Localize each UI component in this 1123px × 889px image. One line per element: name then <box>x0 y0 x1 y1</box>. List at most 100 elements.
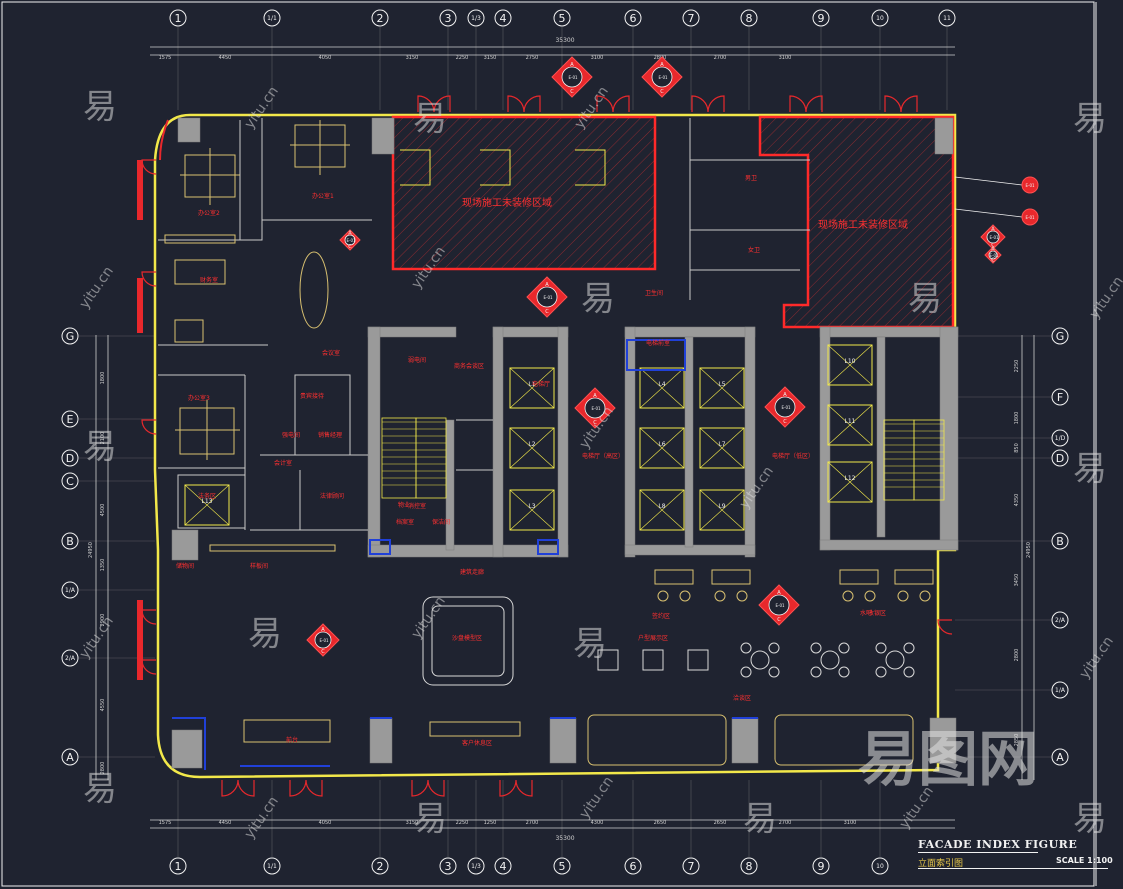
partitions <box>158 118 810 531</box>
grid-col-top-11-circle <box>871 9 889 27</box>
side-door-4 <box>141 659 157 675</box>
side-door-2 <box>141 419 157 435</box>
dim-bottom-seg-7: 4300 <box>591 820 604 826</box>
room-label-6: 贵宾接待 <box>300 392 324 400</box>
index-symbol-2-a: A <box>545 282 549 288</box>
side-index-0 <box>1021 176 1039 194</box>
sofa-set-1 <box>587 714 727 766</box>
grid-row-left-3-circle <box>61 472 79 490</box>
top-door-3 <box>691 95 725 113</box>
dim-bottom-seg-8: 2650 <box>654 820 667 826</box>
elevator-label-12: L13 <box>202 498 213 505</box>
elevator-label-2: L3 <box>528 503 535 510</box>
grid-col-bottom-2-label: 2 <box>377 860 384 873</box>
round-chair-0-1 <box>768 642 780 654</box>
unit-model-1 <box>597 649 619 671</box>
display-shelf <box>209 544 336 552</box>
sign-chair-a-1 <box>714 590 726 602</box>
index-symbol-1: ACE-01 <box>641 56 683 98</box>
reception-desk <box>243 719 331 743</box>
grid-col-bottom-6-circle <box>553 857 571 875</box>
drawing-title: FACADE INDEX FIGURE <box>918 838 1078 851</box>
grid-row-right-6-label: 1/A <box>1055 687 1066 694</box>
dim-top-seg-3: 3150 <box>406 55 419 61</box>
elevator-diag-b-3 <box>639 367 685 409</box>
elevator-label-0: L1 <box>528 381 535 388</box>
sign-desk-3 <box>894 569 934 585</box>
room-label-12: 档案室 <box>396 518 414 526</box>
room-label-22: 前台 <box>286 736 298 744</box>
grid-col-bottom-8-label: 7 <box>688 860 695 873</box>
index-symbol-0-core <box>561 66 583 88</box>
index-symbol-3-c: C <box>593 420 597 426</box>
room-label-33: 物业 <box>398 501 410 509</box>
room-label-7: 强电间 <box>282 431 300 439</box>
grid-col-bottom-1-circle <box>263 857 281 875</box>
round-chair-1-0 <box>810 642 822 654</box>
index-symbol-3: ACE-01 <box>574 387 616 429</box>
side-window-red-1 <box>137 160 143 220</box>
grid-row-right-1-circle <box>1051 388 1069 406</box>
grid-col-top-9-circle <box>740 9 758 27</box>
shelf <box>164 234 236 244</box>
elevator-diag-b-11 <box>827 461 873 503</box>
room-label-30: 建筑走廊 <box>460 568 484 576</box>
subtitle-underline <box>918 868 1108 869</box>
elevator-car-7 <box>639 489 685 531</box>
side-index-label-0: E-01 <box>1025 183 1035 188</box>
room-label-18: 卫生间 <box>645 289 663 297</box>
index-symbol-9-a: A <box>991 247 995 253</box>
top-door-1 <box>507 95 541 113</box>
index-symbol-3-a: A <box>593 393 597 399</box>
dim-right-seg-0: 2250 <box>1014 360 1020 373</box>
room-label-20: 女卫 <box>748 246 760 254</box>
round-chair-1-2 <box>810 666 822 678</box>
dim-bottom-seg-10: 2700 <box>779 820 792 826</box>
grid-lines <box>79 27 1051 857</box>
grid-col-bottom-5-label: 4 <box>500 860 507 873</box>
elevator-car-5 <box>639 427 685 469</box>
index-symbol-9-core <box>988 250 998 260</box>
dim-right-seg-5: 2800 <box>1014 649 1020 662</box>
furniture <box>164 120 914 766</box>
round-chair-2-3 <box>903 666 915 678</box>
room-label-11: 法务区 <box>198 492 216 500</box>
index-symbol-4-sheet: E-01 <box>781 405 791 410</box>
side-door-5 <box>937 619 953 635</box>
watermark-url-8: yitu.cn <box>77 614 117 662</box>
grid-col-bottom-7-label: 6 <box>630 860 637 873</box>
bottom-door-3 <box>499 779 533 797</box>
dim-left-seg-4: 2900 <box>100 614 106 627</box>
elevator-diag-b-4 <box>699 367 745 409</box>
index-symbol-5-a: A <box>777 590 781 596</box>
grid-row-right-1-label: F <box>1057 391 1063 404</box>
sign-chair-a-2 <box>842 590 854 602</box>
elevator-label-5: L6 <box>658 441 665 448</box>
stair-treads <box>382 421 944 488</box>
dim-top-seg-0: 1575 <box>159 55 172 61</box>
grid-row-right-3-label: D <box>1056 452 1064 465</box>
index-symbol-6-core <box>314 631 332 649</box>
drawing-scale: SCALE 1:100 <box>1056 856 1113 865</box>
index-symbol-4-a: A <box>783 392 787 398</box>
sign-chair-b-3 <box>919 590 931 602</box>
index-symbol-7-sheet: E-01 <box>346 238 356 243</box>
grid-col-bottom-4-circle <box>467 857 485 875</box>
elevator-car-10 <box>827 404 873 446</box>
round-chair-1-3 <box>838 666 850 678</box>
index-symbol-5-sheet: E-01 <box>775 603 785 608</box>
index-symbol-2-core <box>536 286 558 308</box>
dim-bottom-seg-2: 4050 <box>319 820 332 826</box>
dim-bottom-seg-6: 2700 <box>526 820 539 826</box>
grid-col-top-5-label: 4 <box>500 12 507 25</box>
grid-col-bottom-10-label: 9 <box>818 860 825 873</box>
index-symbol-0-c: C <box>570 89 574 95</box>
room-label-25: 洽谈区 <box>733 694 751 702</box>
dim-right-seg-3: 4350 <box>1014 494 1020 507</box>
index-symbol-8: ACE-01 <box>980 224 1006 250</box>
grid-col-top-11-label: 10 <box>876 15 884 22</box>
grid-row-right-5-label: 2/A <box>1055 617 1066 624</box>
dim-top-seg-6: 2750 <box>526 55 539 61</box>
round-chair-2-0 <box>875 642 887 654</box>
